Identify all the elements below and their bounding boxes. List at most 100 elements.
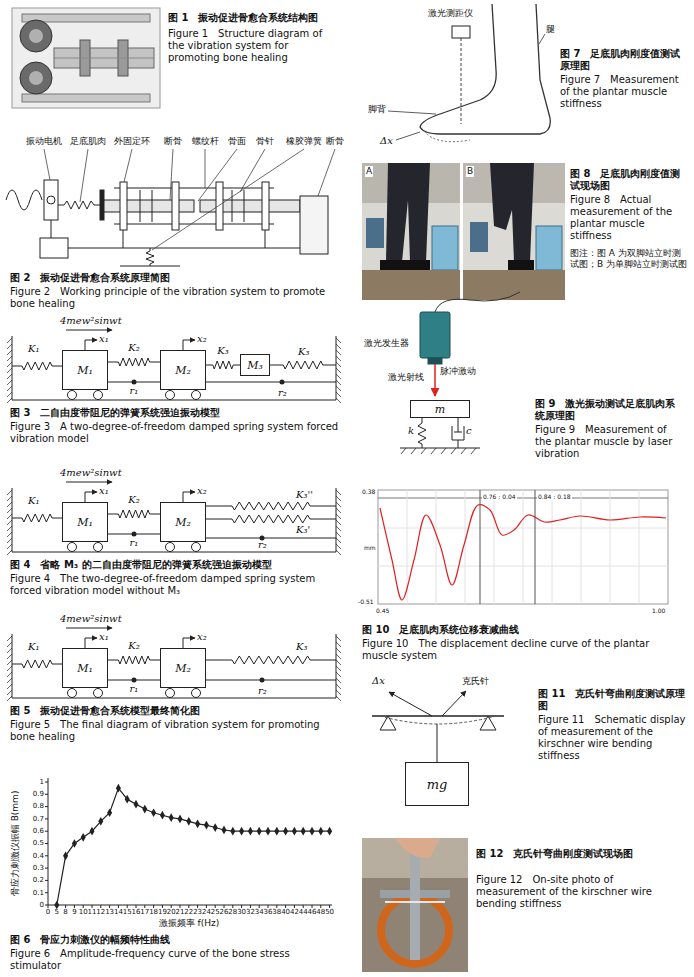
mass-box: M₁ bbox=[62, 502, 108, 542]
part-label: x₂ bbox=[197, 334, 207, 344]
wall-hatch bbox=[336, 690, 341, 695]
wall-hatch bbox=[7, 550, 12, 555]
axis-tick-label: 36 bbox=[264, 908, 273, 916]
part-label: 骨面 bbox=[228, 136, 246, 147]
axis-tick-label: 0.8 bbox=[33, 802, 44, 810]
part-label: 0.84 : 0.18 bbox=[537, 493, 572, 500]
damper-dot bbox=[132, 532, 137, 537]
mass-label: m bbox=[435, 403, 445, 416]
x-tick bbox=[215, 905, 216, 908]
displacement-arrow bbox=[85, 340, 97, 341]
axis-tick-label: 19 bbox=[158, 908, 167, 916]
displacement-arrow bbox=[183, 492, 195, 493]
decay-chart bbox=[581, 490, 582, 604]
figure-caption: 图 7 足底肌肉刚度值测试原理图 bbox=[560, 48, 688, 72]
data-marker bbox=[107, 808, 112, 817]
wall-hatch bbox=[7, 648, 12, 653]
wall-hatch bbox=[7, 514, 12, 519]
laser-vibration-drawing bbox=[435, 292, 520, 312]
x-tick bbox=[48, 905, 49, 908]
vibration-model bbox=[7, 628, 341, 701]
part-label: x₁ bbox=[99, 334, 109, 344]
axis-tick-label: 5 bbox=[55, 908, 59, 916]
principle-drawing bbox=[44, 149, 335, 250]
decay-chart bbox=[378, 490, 668, 604]
part-label: 4mew²sinwt bbox=[60, 614, 122, 624]
wheel bbox=[68, 689, 77, 698]
part-label: 激光发生器 bbox=[364, 338, 409, 349]
part-label: 骨针 bbox=[256, 136, 274, 147]
decay-chart bbox=[480, 490, 481, 604]
spring-connector bbox=[108, 510, 160, 518]
displacement-arrow bbox=[85, 492, 97, 493]
mass-box: mg bbox=[405, 762, 469, 806]
x-tick bbox=[162, 905, 163, 908]
principle-drawing bbox=[40, 238, 68, 258]
part-label: 激光测距仪 bbox=[428, 8, 473, 19]
data-marker bbox=[186, 817, 191, 826]
figure-caption: Figure 4 The two-degree-of-freedom dampe… bbox=[10, 573, 340, 597]
structure-drawing bbox=[12, 8, 160, 108]
wall-hatch bbox=[336, 684, 341, 689]
part-label: A bbox=[365, 166, 373, 177]
wall-hatch bbox=[336, 398, 341, 403]
principle-drawing bbox=[152, 149, 304, 250]
wall-hatch bbox=[7, 532, 12, 537]
x-tick bbox=[100, 905, 101, 908]
principle-drawing bbox=[114, 224, 274, 225]
x-tick bbox=[276, 905, 277, 908]
photo-two-feet bbox=[432, 226, 458, 270]
axis-tick-label: 38 bbox=[272, 908, 281, 916]
data-marker bbox=[81, 833, 86, 842]
axis-tick-label: 25 bbox=[211, 908, 220, 916]
part-label: 图注：图 A 为双脚站立时测试图；B 为单脚站立时测试图 bbox=[570, 248, 688, 270]
wall-hatch bbox=[336, 344, 341, 349]
spring-connector bbox=[108, 656, 160, 664]
axis-tick-label: 1 bbox=[40, 778, 44, 786]
data-marker bbox=[89, 827, 94, 836]
wall-hatch bbox=[7, 374, 12, 379]
axis-tick-label: 18 bbox=[149, 908, 158, 916]
wall-hatch bbox=[7, 660, 12, 665]
principle-drawing bbox=[6, 190, 42, 210]
wall-hatch bbox=[7, 398, 12, 403]
principle-drawing bbox=[262, 182, 269, 230]
decay-chart bbox=[535, 490, 536, 604]
wall-hatch bbox=[7, 386, 12, 391]
displacement-tick bbox=[183, 638, 184, 648]
foot-test-drawing bbox=[388, 4, 550, 142]
wheel bbox=[192, 391, 201, 400]
foot-test-drawing bbox=[388, 111, 436, 114]
data-marker bbox=[239, 827, 244, 836]
damper-connector bbox=[108, 380, 160, 385]
axis-tick-label: 8 bbox=[63, 908, 67, 916]
structure-drawing bbox=[54, 58, 154, 59]
mass-box: M₃ bbox=[240, 354, 270, 376]
wall-hatch bbox=[7, 338, 12, 343]
wall-hatch bbox=[7, 356, 12, 361]
axis-tick-label: 16 bbox=[132, 908, 141, 916]
part-label: c bbox=[466, 426, 472, 436]
spring-symbol bbox=[206, 656, 336, 664]
spring-symbol bbox=[12, 514, 62, 522]
wall-hatch bbox=[7, 544, 12, 549]
x-tick bbox=[294, 905, 295, 908]
data-marker bbox=[327, 827, 332, 836]
foot-test-drawing bbox=[420, 4, 550, 134]
y-tick bbox=[45, 818, 48, 819]
figure-caption: Figure 5 The final diagram of vibration … bbox=[10, 719, 340, 743]
structure-drawing bbox=[29, 29, 43, 43]
figure-caption: 图 3 二自由度带阻尼的弹簧系统强迫振动模型 bbox=[10, 407, 340, 419]
wheel bbox=[192, 543, 201, 552]
x-tick bbox=[180, 905, 181, 908]
wall-hatch bbox=[336, 636, 341, 641]
axis-tick-label: 0.6 bbox=[33, 827, 44, 835]
principle-drawing bbox=[170, 149, 173, 200]
figure-caption: 图 1 振动促进骨愈合系统结构图 bbox=[168, 12, 340, 24]
kirschner-photo bbox=[395, 838, 440, 858]
principle-drawing bbox=[318, 149, 335, 196]
displacement-tick bbox=[183, 340, 184, 350]
data-marker bbox=[125, 795, 130, 804]
data-marker bbox=[160, 811, 165, 820]
wall-hatch bbox=[336, 490, 341, 495]
